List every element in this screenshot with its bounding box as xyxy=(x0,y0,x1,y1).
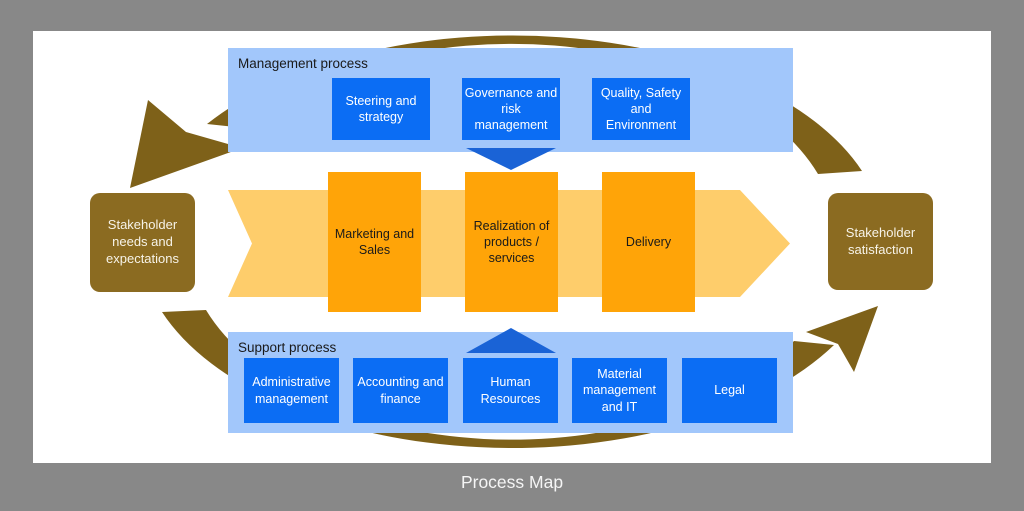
stakeholder-satisfaction-box: Stakeholder satisfaction xyxy=(828,193,933,290)
support-to-core-arrow-icon xyxy=(466,328,556,353)
core-box-delivery: Delivery xyxy=(602,172,695,312)
management-to-core-arrow-icon xyxy=(466,148,556,170)
stakeholder-needs-box: Stakeholder needs and expectations xyxy=(90,193,195,292)
management-box-quality-safety-environment: Quality, Safety and Environment xyxy=(592,78,690,140)
support-box-human-resources: Human Resources xyxy=(463,358,558,423)
management-box-governance-and-risk: Governance and risk management xyxy=(462,78,560,140)
loop-arrowhead-right-icon xyxy=(806,306,878,372)
diagram-title: Process Map xyxy=(460,472,564,492)
support-box-accounting-and-finance: Accounting and finance xyxy=(353,358,448,423)
support-process-label: Support process xyxy=(238,340,337,355)
core-box-marketing-and-sales: Marketing and Sales xyxy=(328,172,421,312)
management-process-label: Management process xyxy=(238,56,368,71)
core-box-realization-products-services: Realization of products / services xyxy=(465,172,558,312)
support-box-material-management-it: Material management and IT xyxy=(572,358,667,423)
support-box-legal: Legal xyxy=(682,358,777,423)
management-box-steering-and-strategy: Steering and strategy xyxy=(332,78,430,140)
support-box-administrative-management: Administrative management xyxy=(244,358,339,423)
loop-arrowhead-left-icon xyxy=(130,100,242,188)
